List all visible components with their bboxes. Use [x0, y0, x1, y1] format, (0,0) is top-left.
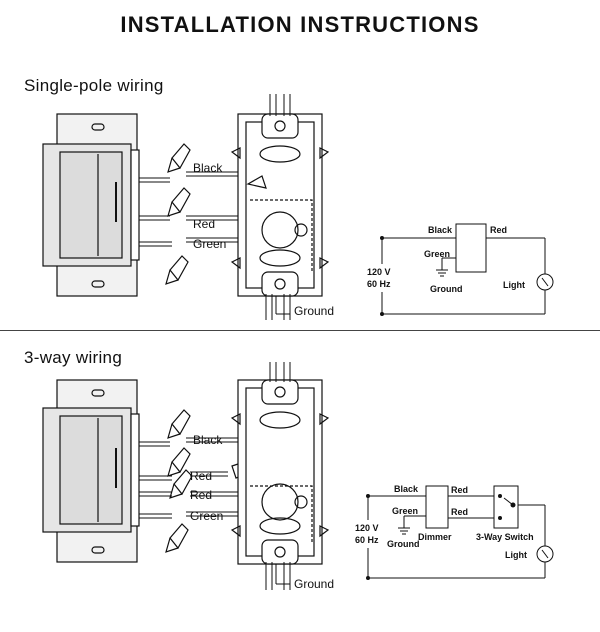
schematic-label-light: Light: [505, 550, 527, 560]
section-divider: [0, 330, 600, 331]
dimmer-wires: [139, 177, 172, 247]
wire-nut-black: [167, 409, 191, 439]
schematic-label-red-1: Red: [451, 485, 468, 495]
switch-terminal: [498, 494, 502, 498]
schematic-label-red: Red: [490, 225, 507, 235]
schematic-label-dimmer: Dimmer: [418, 532, 452, 542]
wire-label-red-1: Red: [190, 469, 212, 483]
three-way-diagram: Black Red Red Green Ground Black Red Red…: [42, 362, 554, 591]
wire-label-green: Green: [190, 509, 223, 523]
section-title-single-pole: Single-pole wiring: [24, 76, 164, 95]
wire-label-ground: Ground: [294, 577, 334, 591]
dimmer-body: [42, 407, 140, 533]
dimmer-body: [42, 143, 140, 267]
dimmer-wires: [139, 441, 172, 519]
schematic-terminal: [366, 494, 370, 498]
schematic-voltage: 120 V: [355, 523, 379, 533]
wire-label-ground: Ground: [294, 304, 334, 318]
wire-label-black: Black: [193, 433, 223, 447]
wire-nut-black: [167, 143, 191, 173]
schematic-terminal: [380, 312, 384, 316]
schematic-label-green: Green: [424, 249, 450, 259]
electrical-box: [230, 113, 330, 297]
supply-cables: [265, 362, 291, 590]
schematic-label-red-2: Red: [451, 507, 468, 517]
wire-nut-ground: [165, 523, 189, 553]
wire-nut-ground: [165, 255, 189, 285]
schematic-label-ground: Ground: [387, 539, 420, 549]
wire-nut-red: [167, 187, 191, 217]
wire-label-black: Black: [193, 161, 223, 175]
section-title-3-way: 3-way wiring: [24, 348, 123, 367]
schematic-voltage: 120 V: [367, 267, 391, 277]
schematic-label-light: Light: [503, 280, 525, 290]
schematic-label-black: Black: [428, 225, 453, 235]
wire-nut-red-1: [167, 447, 191, 477]
single-pole-schematic: [381, 223, 554, 315]
wire-label-green: Green: [193, 237, 226, 251]
schematic-label-ground: Ground: [430, 284, 463, 294]
supply-cables: [265, 94, 291, 320]
switch-terminal: [510, 502, 516, 508]
schematic-frequency: 60 Hz: [355, 535, 379, 545]
switch-terminal: [498, 516, 502, 520]
wire-label-red: Red: [193, 217, 215, 231]
electrical-box: [230, 379, 330, 565]
single-pole-diagram: Black Red Green Ground Black Red Green G…: [42, 94, 554, 320]
page-title: INSTALLATION INSTRUCTIONS: [120, 12, 480, 37]
schematic-terminal: [366, 576, 370, 580]
schematic-label-green: Green: [392, 506, 418, 516]
three-way-schematic: [367, 485, 554, 579]
schematic-label-black: Black: [394, 484, 419, 494]
schematic-terminal: [380, 236, 384, 240]
wire-label-red-2: Red: [190, 488, 212, 502]
schematic-label-switch: 3-Way Switch: [476, 532, 534, 542]
schematic-frequency: 60 Hz: [367, 279, 391, 289]
